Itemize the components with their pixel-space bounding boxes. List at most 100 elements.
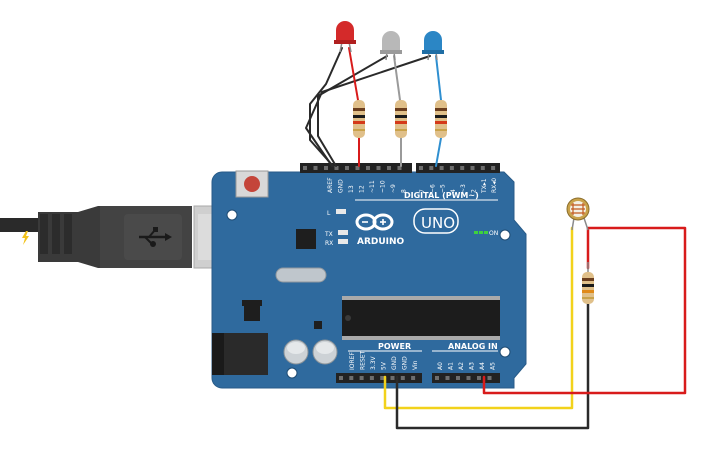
power-pin-label: RESET (360, 350, 367, 370)
pin-hole[interactable] (334, 166, 339, 170)
digital-pin-label: ~9 (390, 184, 397, 193)
wire-black-3[interactable] (305, 55, 431, 167)
pin-hole[interactable] (419, 166, 423, 170)
power-pin-label: 5V (381, 361, 388, 370)
analog-pin-label: A4 (479, 362, 486, 370)
analog-label: ANALOG IN (448, 342, 498, 351)
on-label: ON (489, 230, 498, 237)
wire-blue-led[interactable] (435, 55, 442, 101)
small-chip (314, 321, 322, 329)
power-header[interactable] (336, 373, 422, 383)
pin-hole[interactable] (466, 376, 471, 380)
wire-blue-pin[interactable] (435, 137, 442, 167)
pin-hole[interactable] (324, 166, 328, 170)
digital-pin-label: 12 (359, 185, 366, 193)
pin-hole[interactable] (390, 376, 395, 380)
usb-icon (139, 227, 172, 247)
power-pin-label: GND (402, 356, 409, 370)
led-rx-label: RX (325, 240, 333, 247)
analog-pin-label: A2 (458, 362, 465, 370)
digital-pin-label: 8 (401, 189, 408, 193)
pin-hole[interactable] (359, 376, 364, 380)
pin-hole[interactable] (470, 166, 475, 170)
pin-hole[interactable] (380, 376, 385, 380)
pin-hole[interactable] (349, 376, 354, 380)
pin-hole[interactable] (303, 166, 307, 170)
led-rx (338, 239, 348, 244)
analog-header[interactable] (432, 373, 500, 383)
microcontroller-chip (342, 300, 500, 336)
resistor-red-led[interactable] (353, 100, 365, 138)
arduino-logo-icon (355, 213, 394, 231)
led-l (336, 209, 346, 214)
wire-red-led[interactable] (348, 47, 359, 101)
pin-hole[interactable] (491, 166, 496, 170)
leds (334, 21, 444, 61)
pin-hole[interactable] (445, 376, 450, 380)
microcontroller-socket (342, 296, 500, 340)
pin-hole[interactable] (439, 166, 444, 170)
wire-red-a4[interactable] (482, 226, 687, 395)
pin-hole[interactable] (480, 166, 485, 170)
red-led[interactable] (334, 21, 356, 53)
pin-hole[interactable] (369, 376, 374, 380)
pin-hole[interactable] (460, 166, 465, 170)
power-pin-label: 3.3V (370, 355, 377, 370)
photoresistor[interactable] (566, 197, 590, 231)
analog-pin-label: A5 (490, 362, 497, 370)
pin-hole[interactable] (387, 166, 391, 170)
white-led[interactable] (380, 31, 402, 61)
reset-button[interactable] (235, 170, 269, 198)
analog-pin-label: A3 (469, 362, 476, 370)
pin-hole[interactable] (487, 376, 492, 380)
pin-hole[interactable] (397, 166, 402, 170)
led-tx (338, 230, 348, 235)
wire-black-2[interactable] (317, 55, 388, 167)
power-pin-label: Vin (412, 360, 419, 370)
wire-gray-led[interactable] (393, 55, 401, 101)
resistor-blue-led[interactable] (435, 100, 447, 138)
digital-pin-label: ~6 (429, 184, 436, 193)
pin-hole[interactable] (313, 166, 318, 170)
power-label: POWER (378, 342, 411, 351)
pin-hole[interactable] (366, 166, 370, 170)
analog-pin-label: A1 (448, 362, 455, 370)
pin-hole[interactable] (400, 376, 405, 380)
pin-hole[interactable] (411, 376, 416, 380)
digital-pin-label: ~10 (380, 180, 387, 193)
digital-pin-label: TX▸1 (481, 178, 488, 194)
pin-hole[interactable] (456, 376, 460, 380)
uno-badge: UNO (413, 208, 459, 234)
resistor-photoresistor[interactable] (582, 262, 594, 304)
wire-black-1[interactable] (309, 47, 343, 167)
pin-hole[interactable] (477, 376, 481, 380)
pin-hole[interactable] (435, 376, 439, 380)
pin-hole[interactable] (376, 166, 381, 170)
digital-pin-label: 2 (471, 189, 478, 193)
digital-pin-label: AREF (327, 177, 334, 193)
power-jack[interactable] (212, 333, 268, 375)
wire-yellow[interactable] (383, 226, 574, 410)
digital-label: DIGITAL (PWM~) (404, 191, 479, 200)
pin-hole[interactable] (345, 166, 349, 170)
brand-text: ARDUINO (357, 237, 405, 247)
digital-pin-label: RX◂0 (491, 178, 498, 193)
crystal (275, 267, 327, 283)
resistor-white-led[interactable] (395, 100, 407, 138)
regulator-tab (242, 300, 262, 306)
usb-chip (296, 229, 316, 249)
pin-hole[interactable] (339, 376, 343, 380)
wire-black-gnd[interactable] (395, 298, 590, 430)
pin-hole[interactable] (449, 166, 454, 170)
pin-hole[interactable] (429, 166, 434, 170)
blue-led[interactable] (422, 31, 444, 61)
digital-pin-holes (303, 166, 496, 170)
led-tx-label: TX (324, 231, 333, 238)
digital-pin-label: GND (338, 179, 345, 193)
digital-pin-label: ~5 (440, 184, 447, 193)
regulator (244, 305, 260, 321)
pin-hole[interactable] (355, 166, 360, 170)
